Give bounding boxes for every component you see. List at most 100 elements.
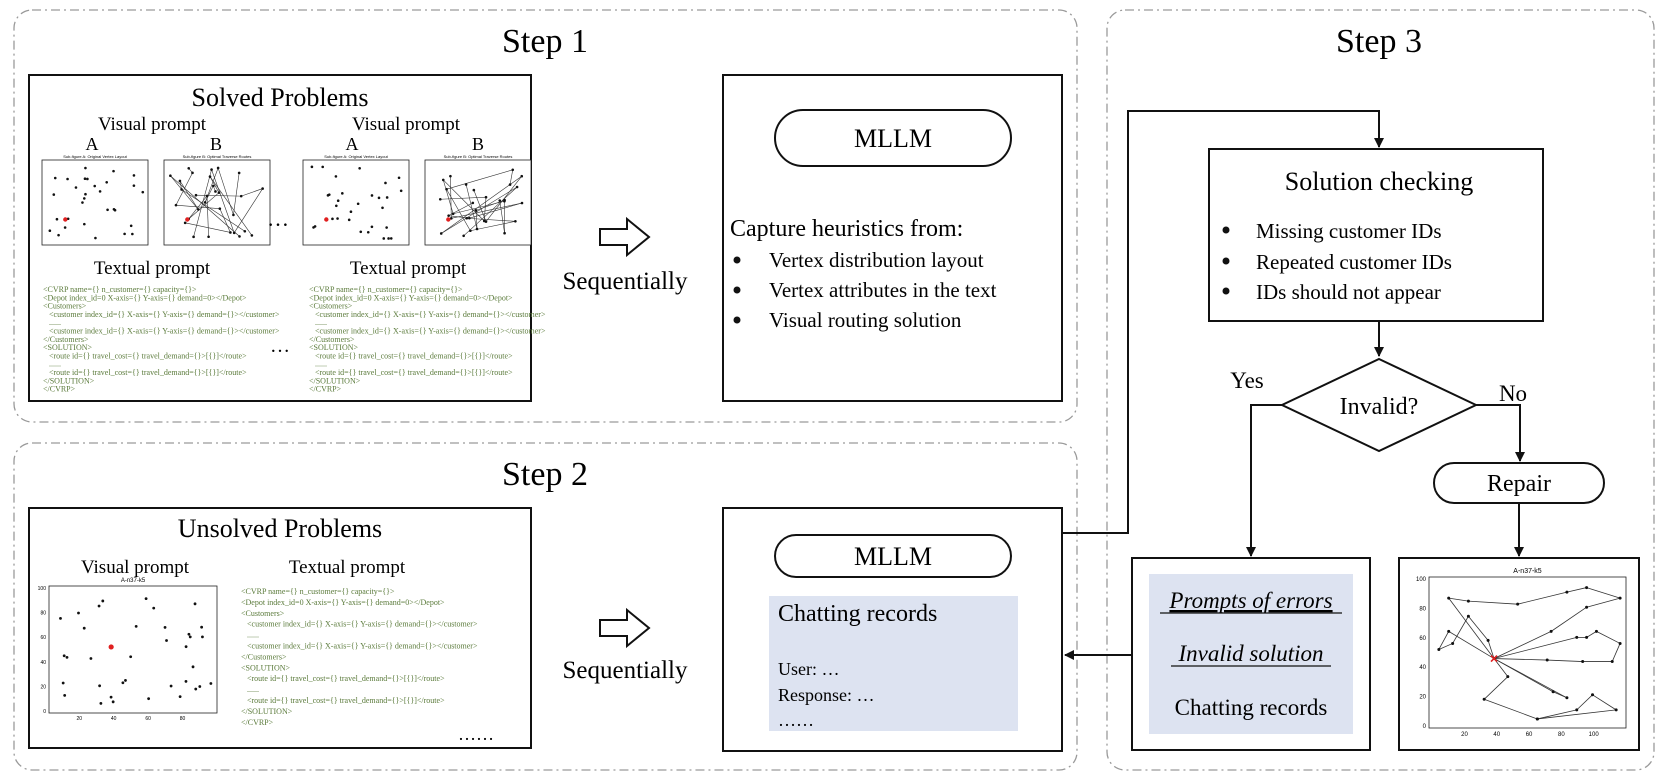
y-tick-label: 80 (1419, 606, 1426, 612)
mini-vertex (449, 217, 453, 220)
mini-route-edge (170, 175, 240, 237)
step3-title: Step 3 (1336, 23, 1422, 60)
mllm-label-step1: MLLM (854, 124, 932, 153)
mini-vertex (112, 169, 115, 173)
vertex (1486, 638, 1490, 642)
mini-vertex (93, 184, 97, 188)
y-tick-label: 20 (1419, 695, 1426, 701)
plot-frame (48, 585, 218, 714)
mini-vertex (377, 196, 381, 200)
code-line: ...... (49, 360, 61, 369)
mini-route-edge (217, 167, 234, 216)
y-tick-label: 40 (1419, 665, 1426, 671)
code-block-right: <CVRP name={} n_customer={} capacity={}>… (309, 285, 546, 394)
mini-vertex (447, 214, 450, 217)
mini-vertex (174, 203, 178, 207)
mini-route-edge (188, 195, 208, 220)
textual-prompt-label-2: Textual prompt (350, 258, 467, 279)
code-line: <SOLUTION> (309, 343, 359, 352)
depot-marker (1490, 654, 1498, 663)
mini-vertex (216, 166, 220, 170)
code-line: <SOLUTION> (43, 343, 93, 352)
check-item: Repeated customer IDs (1256, 250, 1452, 274)
mini-vertex (441, 178, 445, 182)
hollow-arrow-step2 (599, 607, 651, 649)
mini-vertex (52, 193, 56, 196)
mini-vertex (232, 231, 236, 235)
code-line: <route id={} travel_cost={} travel_deman… (247, 696, 445, 705)
mini-vertex (385, 226, 388, 229)
mini-vertex (84, 192, 87, 196)
mini-vertex (208, 175, 212, 178)
code-line: </SOLUTION> (43, 376, 95, 385)
step1-title: Step 1 (502, 23, 588, 60)
vertex (1506, 675, 1510, 679)
invalid-decision-label: Invalid? (1340, 394, 1419, 420)
x-tick-label: 80 (180, 716, 186, 722)
route-edge (1586, 587, 1621, 599)
mini-vertex (474, 209, 478, 212)
mini-vertex (468, 216, 471, 220)
y-tick-label: 60 (40, 635, 46, 641)
mini-vertex (335, 204, 338, 208)
x-tick-label: 20 (76, 716, 82, 722)
mini-plot-frame (424, 159, 532, 246)
arrow-no (1476, 404, 1525, 462)
step3-region (1106, 9, 1655, 771)
vertex (134, 624, 138, 628)
mini-vertex (511, 168, 515, 172)
route-edge (1483, 676, 1509, 700)
mini-vertex (484, 195, 488, 199)
mini-vertex (387, 237, 390, 240)
vertex (1535, 717, 1539, 721)
route-edge (1468, 600, 1518, 605)
vertex (1447, 629, 1451, 633)
mini-vertex (520, 174, 524, 178)
vertex (1466, 599, 1470, 603)
sub-b-label-1: B (210, 134, 222, 154)
mini-route-edge (211, 169, 235, 233)
route-edge (1586, 597, 1621, 608)
mini-route-edge (441, 175, 522, 234)
mini-vertex (129, 224, 133, 228)
code-block-step2: <CVRP name={} n_customer={} capacity={}>… (241, 587, 478, 727)
mini-vertex (66, 177, 69, 181)
connector-mllm-to-check (1062, 110, 1384, 534)
vertex (1581, 660, 1585, 664)
code-line: ...... (247, 685, 259, 694)
route-edge (1448, 597, 1469, 602)
hollow-arrow-step1 (599, 216, 651, 258)
vertex (77, 611, 80, 615)
mini-vertex (194, 193, 198, 197)
x-tick-label: 100 (1589, 732, 1600, 738)
mini-vertex (261, 187, 264, 190)
mini-vertex (243, 229, 247, 233)
mini-route-edge (175, 172, 193, 206)
mini-route-edge (499, 200, 505, 234)
vertex (144, 597, 148, 601)
vertex (200, 625, 204, 629)
vertex (147, 697, 151, 701)
route-edge (1537, 709, 1617, 720)
mini-route-edge (233, 172, 240, 215)
mini-vertex (385, 196, 389, 199)
mini-vertex (74, 186, 78, 189)
vertex (59, 616, 62, 620)
mini-vertex (370, 194, 374, 197)
vertex (124, 679, 127, 682)
capture-item: Vertex distribution layout (769, 248, 984, 272)
step2-title: Step 2 (502, 456, 588, 493)
vertex (1466, 614, 1470, 618)
vertex (188, 635, 192, 639)
mini-plot-caption: Sub-figure A: Original Vertex Layout (63, 154, 127, 159)
mini-vertex (187, 166, 191, 170)
code-line: <customer index_id={} X-axis={} Y-axis={… (49, 327, 280, 336)
vertex (187, 632, 191, 636)
mini-vertex (214, 190, 217, 193)
mini-route-edge (473, 189, 487, 222)
mini-vertex (515, 185, 519, 189)
mini-vertex (106, 208, 109, 212)
mini-vertex (86, 177, 89, 181)
code-line: </SOLUTION> (241, 707, 293, 716)
vertex (1575, 708, 1579, 712)
